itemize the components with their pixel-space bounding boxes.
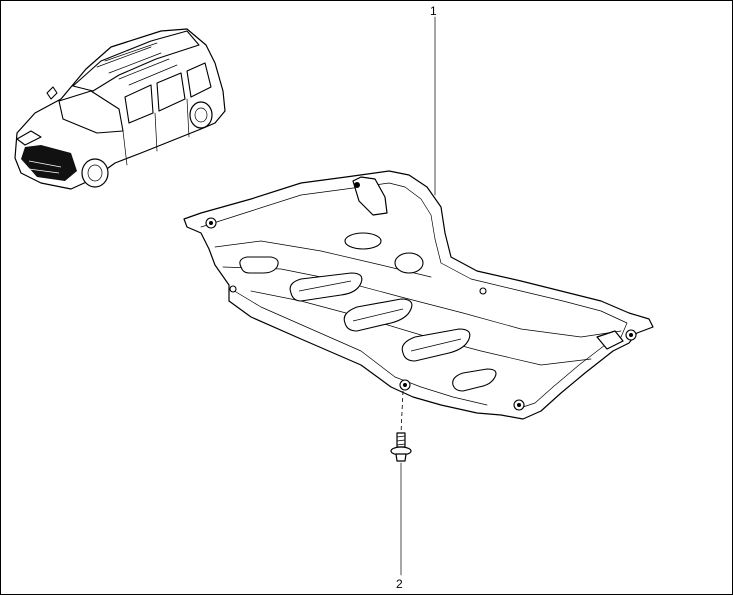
callout-1-label: 1 [430, 4, 437, 18]
callout-2-label: 2 [396, 577, 403, 591]
minivan-thumbnail-icon [14, 28, 226, 190]
callout-2: 2 [396, 462, 403, 591]
screw-icon [390, 390, 412, 462]
skid-plate-drawing [183, 170, 654, 420]
callout-1: 1 [430, 4, 437, 196]
